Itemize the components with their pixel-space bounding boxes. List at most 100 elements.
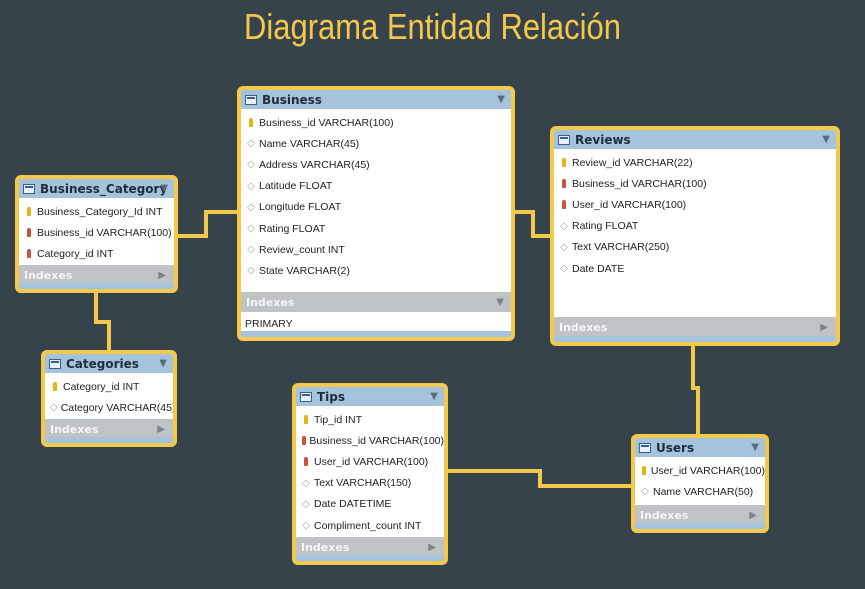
column-row[interactable]: ◇Latitude FLOAT [241,176,511,197]
table-business[interactable]: Business ▼ Business_id VARCHAR(100) ◇ Name… [237,86,515,341]
table-footer [554,336,836,342]
column-row[interactable]: Category_id INT [19,243,174,264]
column-row[interactable]: ◇ Rating FLOAT [554,216,836,237]
table-users[interactable]: Users ▼ User_id VARCHAR(100)◇Name VARCHA… [631,434,769,533]
column-label: Text VARCHAR(250) [572,241,670,254]
key-icon [559,158,569,168]
diamond-icon: ◇ [560,220,568,232]
column-row[interactable]: ◇ Name VARCHAR(45) [241,133,511,154]
column-row[interactable]: Business_id VARCHAR(100) [554,173,836,194]
diamond-icon: ◇ [247,201,255,213]
column-row[interactable]: User_id VARCHAR(100) [296,451,444,472]
key-icon [50,382,60,392]
column-row[interactable]: ◇Date DATETIME [296,494,444,515]
column-row[interactable]: Business_id VARCHAR(100) [19,222,174,243]
indexes-label: Indexes [246,295,295,309]
indexes-label: Indexes [559,320,608,334]
indexes-label: Indexes [50,422,99,436]
table-footer [296,555,444,561]
column-row[interactable]: Business_id VARCHAR(100) [241,112,511,133]
column-list: Business_id VARCHAR(100) ◇ Name VARCHAR(45… [241,109,511,282]
column-label: Rating FLOAT [572,220,639,233]
column-row[interactable]: ◇ Compliment_count INT [296,515,444,536]
key-icon [246,118,256,128]
column-row[interactable]: ◇State VARCHAR(2) [241,260,511,281]
diamond-icon: ◇ [560,241,568,253]
column-label: Text VARCHAR(150) [314,477,412,490]
chevron-down-icon[interactable]: ▼ [822,134,830,145]
table-business-category[interactable]: Business_Category ▼ Business_Category_Id… [15,175,178,293]
column-label: Longitude FLOAT [259,201,342,214]
indexes-bar[interactable]: Indexes ▼ [241,292,511,312]
column-label: Review_count INT [259,243,345,256]
diamond-icon: ◇ [302,520,310,532]
table-header[interactable]: Tips ▼ [296,387,444,406]
table-header[interactable]: Reviews ▼ [554,130,836,149]
chevron-right-icon[interactable]: ▶ [820,321,828,333]
foreign-key-icon [301,457,311,467]
column-row[interactable]: ◇ Review_count INT [241,239,511,260]
table-header[interactable]: Business_Category ▼ [19,179,174,198]
foreign-key-icon [24,249,34,259]
column-label: User_id VARCHAR(100) [314,455,429,468]
column-row[interactable]: User_id VARCHAR(100) [554,194,836,215]
table-icon [639,442,651,453]
indexes-bar[interactable]: Indexes ▶ [635,505,765,525]
chevron-down-icon[interactable]: ▼ [751,442,759,453]
chevron-down-icon[interactable]: ▼ [497,94,505,105]
column-row[interactable]: ◇Address VARCHAR(45) [241,154,511,175]
table-icon [23,183,35,194]
table-reviews[interactable]: Reviews ▼ Review_id VARCHAR(22)Business_… [550,126,840,346]
indexes-bar[interactable]: Indexes ▶ [45,419,173,439]
table-header[interactable]: Categories ▼ [45,354,173,373]
chevron-right-icon[interactable]: ▶ [749,509,757,521]
column-row[interactable]: Tip_id INT [296,409,444,430]
table-categories[interactable]: Categories ▼ Category_id INT ◇Category VA… [41,350,177,447]
table-footer [635,523,765,529]
diamond-icon: ◇ [247,138,255,150]
chevron-right-icon[interactable]: ▶ [157,423,165,435]
column-label: Business_Category_Id INT [37,205,163,218]
table-header[interactable]: Business ▼ [241,90,511,109]
column-row[interactable]: User_id VARCHAR(100) [635,460,765,481]
column-row[interactable]: ◇ Text VARCHAR(250) [554,237,836,258]
column-row[interactable]: Business_Category_Id INT [19,201,174,222]
diamond-icon: ◇ [247,223,255,235]
column-row[interactable]: Business_id VARCHAR(100) [296,430,444,451]
chevron-right-icon[interactable]: ▶ [428,541,436,553]
relation-tips-users [446,469,633,488]
chevron-right-icon[interactable]: ▶ [158,269,166,281]
foreign-key-icon [301,436,306,446]
indexes-bar[interactable]: Indexes ▶ [296,537,444,557]
column-list: Category_id INT ◇Category VARCHAR(45) [45,373,173,418]
chevron-down-icon[interactable]: ▼ [160,183,168,194]
column-row[interactable]: ◇Text VARCHAR(150) [296,473,444,494]
key-icon [24,207,34,217]
column-row[interactable]: Category_id INT [45,376,173,397]
diamond-icon: ◇ [247,244,255,256]
indexes-bar[interactable]: Indexes ▶ [554,317,836,337]
column-list: Business_Category_Id INT Business_id VARC… [19,198,174,265]
table-header[interactable]: Users ▼ [635,438,765,457]
chevron-down-icon[interactable]: ▼ [159,358,167,369]
column-label: Category_id INT [63,380,140,393]
table-name: Categories [66,356,139,371]
relation-reviews-users [691,344,700,437]
chevron-down-icon[interactable]: ▼ [430,391,438,402]
chevron-down-icon[interactable]: ▼ [496,296,504,308]
column-row[interactable]: ◇Name VARCHAR(50) [635,481,765,502]
indexes-bar[interactable]: Indexes ▶ [19,265,174,285]
column-row[interactable]: ◇Rating FLOAT [241,218,511,239]
column-label: Name VARCHAR(45) [259,137,360,150]
table-name: Users [656,440,695,455]
column-row[interactable]: ◇ Longitude FLOAT [241,197,511,218]
column-label: Compliment_count INT [314,519,422,532]
column-row[interactable]: Review_id VARCHAR(22) [554,152,836,173]
column-row[interactable]: ◇Date DATE [554,258,836,279]
relation-business-category-business [176,210,238,238]
indexes-label: Indexes [301,540,350,554]
column-row[interactable]: ◇Category VARCHAR(45) [45,397,173,418]
